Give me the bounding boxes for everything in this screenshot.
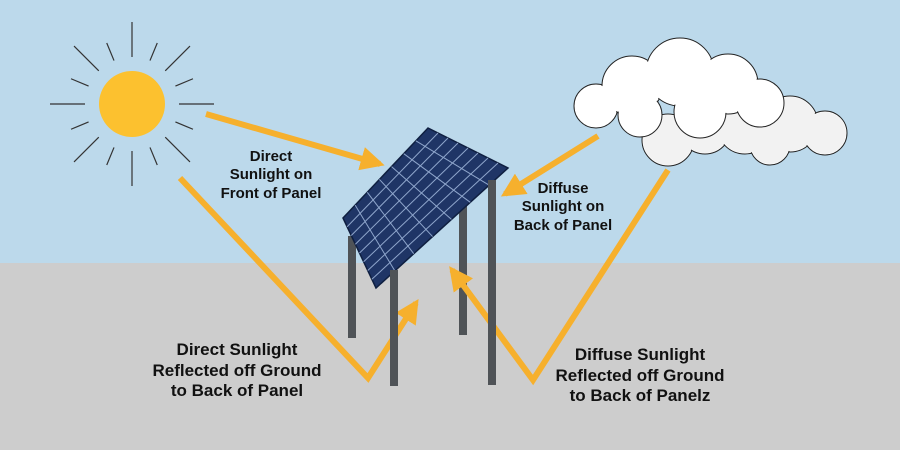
- cloud-body: [573, 37, 785, 139]
- panel-post: [390, 270, 398, 386]
- label-diffuse-sunlight-back: Diffuse Sunlight on Back of Panel: [498, 180, 628, 235]
- diffuse-sunlight-arrow: [500, 133, 600, 197]
- label-line: Sunlight on: [521, 198, 605, 216]
- label-line: Direct: [249, 148, 293, 165]
- sun-ray: [106, 147, 115, 166]
- direct-sunlight-arrow: [205, 111, 385, 171]
- sun-ray: [70, 121, 89, 130]
- label-line: to Back of Panelz: [569, 386, 711, 406]
- panel-grid-line: [367, 157, 489, 271]
- solar-panel-face: [342, 127, 510, 290]
- cloud-icon: [573, 37, 848, 167]
- label-direct-reflected: Direct Sunlight Reflected off Ground to …: [122, 340, 352, 402]
- panel-post: [488, 180, 496, 385]
- cloud-fill: [575, 39, 783, 137]
- label-line: Back of Panel: [513, 216, 613, 234]
- sun-ray: [149, 147, 158, 166]
- label-line: Reflected off Ground: [152, 360, 322, 380]
- diffuse-reflected-arrow: [449, 168, 671, 386]
- panel-grid-line: [346, 132, 439, 228]
- sun-ray: [73, 136, 100, 163]
- direct-reflected-arrow: [177, 175, 419, 383]
- panel-grid-line: [371, 162, 499, 280]
- sun-ray: [164, 45, 191, 72]
- label-line: Sunlight on: [229, 166, 313, 184]
- label-line: to Back of Panel: [170, 381, 304, 401]
- panel-grid-line: [350, 137, 449, 236]
- label-line: Diffuse: [537, 180, 589, 197]
- panel-grid-line: [363, 152, 479, 263]
- sun-ray: [70, 78, 89, 87]
- label-line: Front of Panel: [220, 184, 322, 202]
- panel-post: [348, 236, 356, 338]
- sun-ray: [149, 42, 158, 61]
- panel-grid-line: [359, 147, 469, 254]
- sun-ray: [175, 78, 194, 87]
- label-line: Reflected off Ground: [555, 365, 725, 385]
- ground: [0, 263, 900, 450]
- sun-ray: [73, 45, 100, 72]
- sun-rays: [50, 22, 214, 186]
- sun-ray: [164, 136, 191, 163]
- sun-disc: [99, 71, 165, 137]
- label-line: Diffuse Sunlight: [574, 345, 706, 364]
- panel-grid-line: [355, 142, 459, 245]
- sun-ray: [106, 42, 115, 61]
- label-line: Direct Sunlight: [176, 340, 298, 359]
- label-direct-sunlight-front: Direct Sunlight on Front of Panel: [206, 148, 336, 203]
- sun-icon: [50, 22, 214, 186]
- solar-panel-icon: [342, 127, 510, 290]
- solar-panel-grid: [346, 132, 499, 280]
- panel-post: [459, 195, 467, 335]
- sun-ray: [175, 121, 194, 130]
- light-rays: [177, 111, 671, 386]
- label-diffuse-reflected: Diffuse Sunlight Reflected off Ground to…: [526, 345, 754, 407]
